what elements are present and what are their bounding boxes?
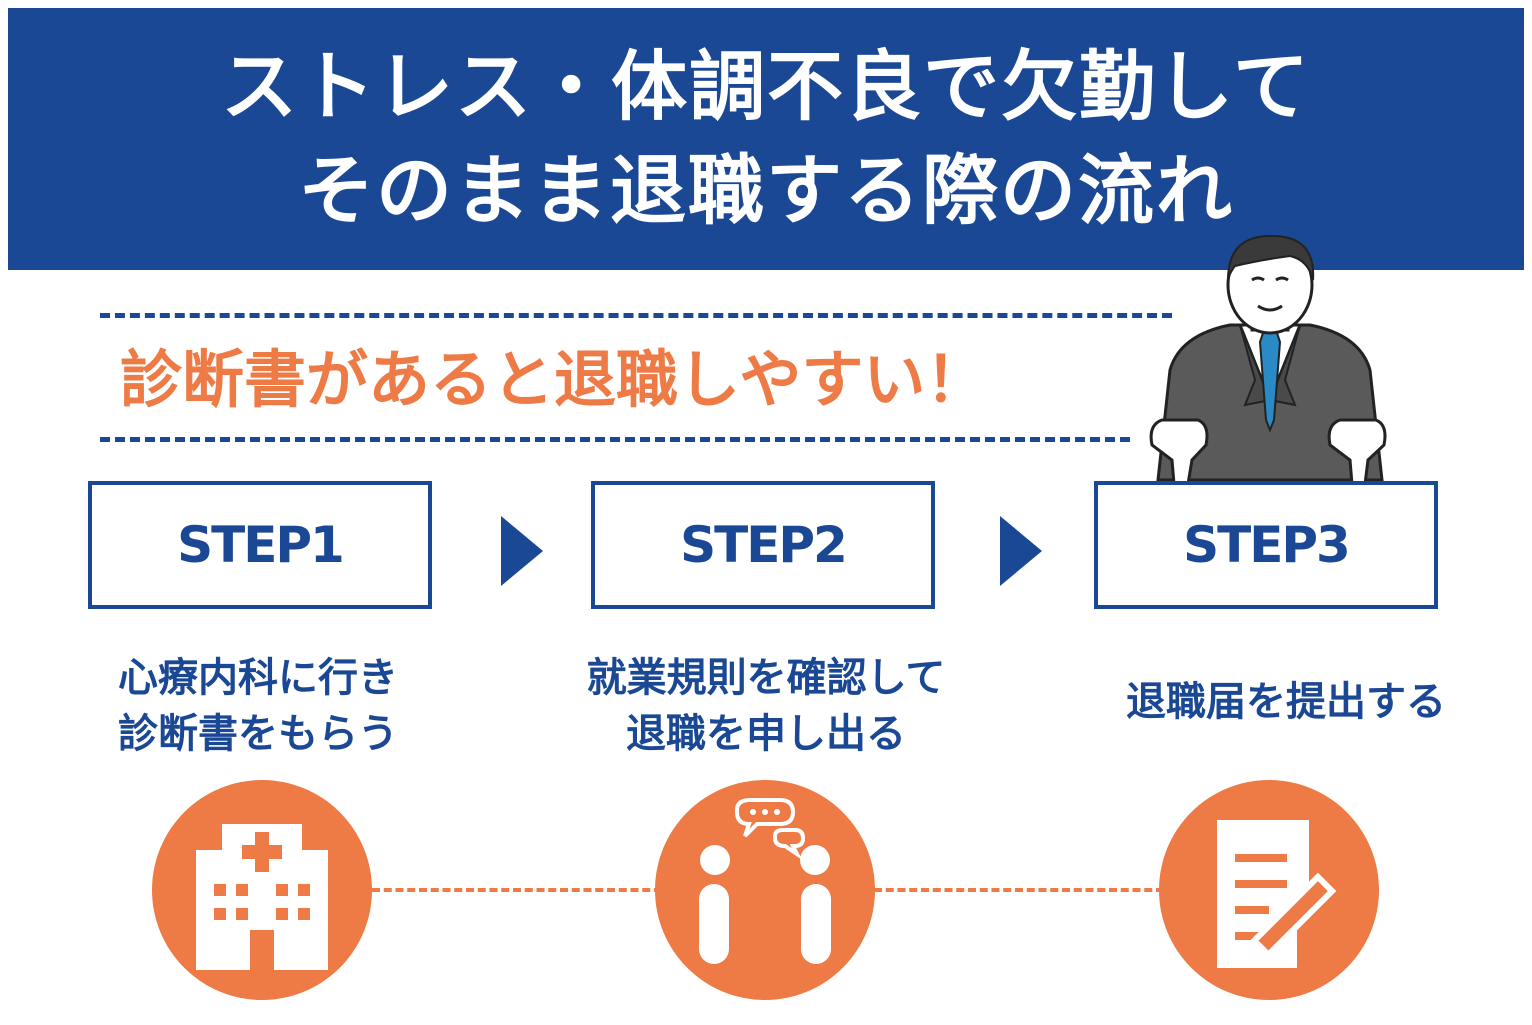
hospital-icon xyxy=(196,824,328,970)
document-pen-icon xyxy=(1217,820,1337,968)
businessman-illustration xyxy=(1149,234,1387,490)
step1-description-line: 心療内科に行き xyxy=(118,655,398,701)
step2-icon-circle xyxy=(655,780,875,1000)
step3-box: STEP3 xyxy=(1094,481,1438,609)
step2-box: STEP2 xyxy=(591,481,935,609)
step2-description-line: 就業規則を確認して xyxy=(586,655,946,701)
step3-description-line: 退職届を提出する xyxy=(1126,679,1446,725)
step1-box: STEP1 xyxy=(88,481,432,609)
dashed-connector xyxy=(874,888,1164,892)
conversation-icon xyxy=(699,798,831,964)
title-line-1: ストレス・体調不良で欠勤して xyxy=(221,42,1311,131)
step2-description-line: 退職を申し出る xyxy=(626,711,906,757)
dashed-divider-top xyxy=(100,313,1172,318)
step1-icon-circle xyxy=(152,780,372,1000)
step2-description: 就業規則を確認して 退職を申し出る xyxy=(536,650,996,762)
arrow-right-icon xyxy=(501,516,543,586)
step1-description: 心療内科に行き 診断書をもらう xyxy=(28,650,488,762)
subtitle: 診断書があると退職しやすい！ xyxy=(120,343,988,416)
step1-description-line: 診断書をもらう xyxy=(118,711,398,757)
dashed-connector xyxy=(372,888,662,892)
title-banner: ストレス・体調不良で欠勤して そのまま退職する際の流れ xyxy=(8,8,1524,270)
step3-description: 退職届を提出する xyxy=(1056,674,1516,730)
dashed-divider-bottom xyxy=(100,437,1130,442)
title-line-2: そのまま退職する際の流れ xyxy=(298,146,1234,235)
step3-icon-circle xyxy=(1159,780,1379,1000)
arrow-right-icon xyxy=(1000,516,1042,586)
